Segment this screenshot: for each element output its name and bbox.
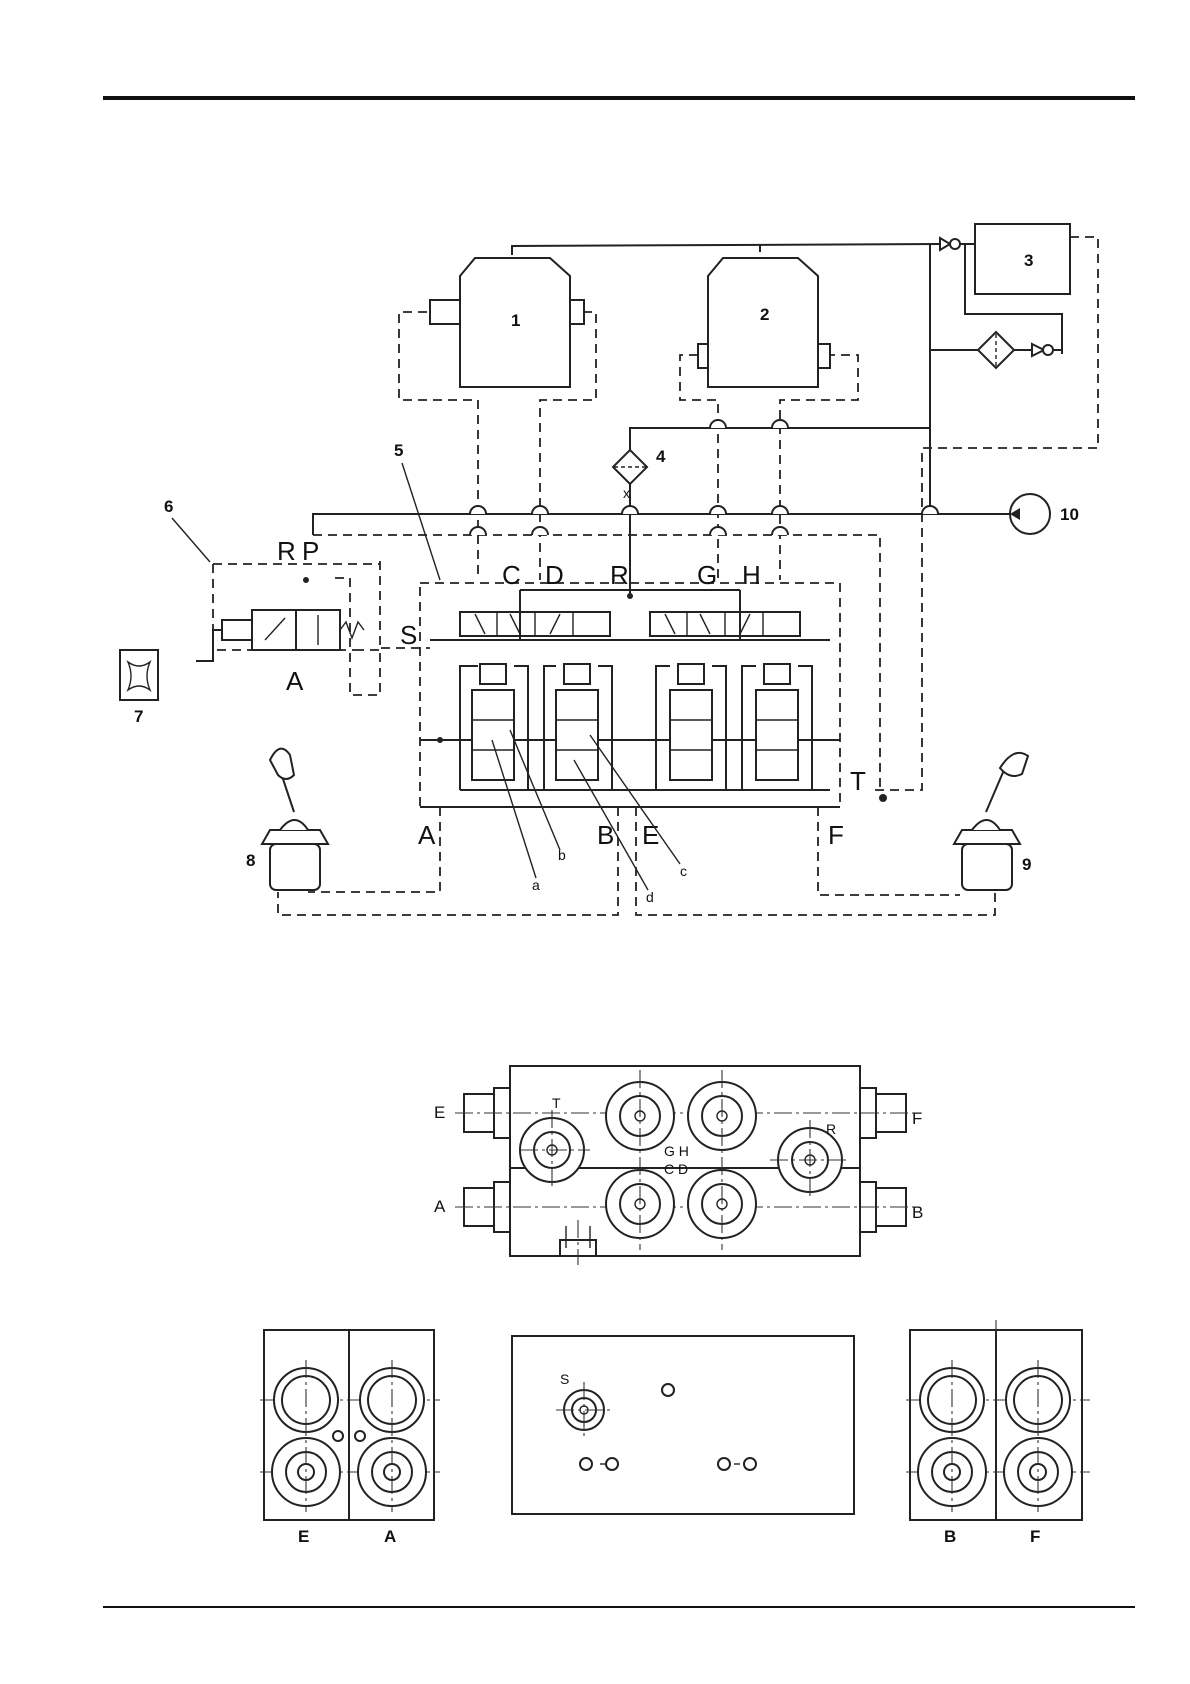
label-6: 6	[164, 497, 173, 516]
port-H: H	[742, 560, 761, 590]
component-9-joystick: 9	[954, 753, 1031, 890]
block-port-GH: G H	[664, 1143, 689, 1159]
label-10: 10	[1060, 505, 1079, 524]
end-view-left: E A	[260, 1330, 440, 1546]
block-port-E: E	[434, 1103, 445, 1122]
label-4: 4	[656, 447, 666, 466]
component-10-pump: 10	[1010, 494, 1079, 534]
end-right-port-F: F	[1030, 1527, 1040, 1546]
label-8: 8	[246, 851, 255, 870]
port-R: R	[610, 560, 629, 590]
spool-d: d	[646, 889, 654, 905]
label-5: 5	[394, 441, 403, 460]
valve-block-top-view: E A F B T R G H C D	[434, 1066, 923, 1265]
port-B: B	[597, 820, 614, 850]
port-E: E	[642, 820, 659, 850]
port-F: F	[828, 820, 844, 850]
component-6-valve: 6 R P A	[164, 497, 364, 696]
component-2-actuator: 2	[698, 258, 830, 387]
port-R-valve6: R	[277, 536, 296, 566]
label-1: 1	[511, 311, 520, 330]
spool-c: c	[680, 863, 687, 879]
port-C: C	[502, 560, 521, 590]
port-S: S	[400, 620, 417, 650]
port-D: D	[545, 560, 564, 590]
port-P-valve6: P	[302, 536, 319, 566]
end-view-right: B F	[906, 1320, 1090, 1546]
component-8-joystick: 8	[246, 749, 328, 890]
block-port-T: T	[552, 1095, 561, 1111]
component-7-switch: 7	[120, 650, 158, 726]
component-3-tank: 3	[940, 224, 1070, 294]
end-view-center: S	[512, 1336, 854, 1514]
svg-text:x: x	[623, 485, 630, 501]
schematic-lines	[196, 237, 1098, 915]
component-4-filter: x 4	[613, 447, 666, 501]
block-port-F: F	[912, 1109, 922, 1128]
port-T: T	[850, 766, 866, 796]
label-7: 7	[134, 707, 143, 726]
end-left-port-A: A	[384, 1527, 396, 1546]
block-port-R: R	[826, 1121, 836, 1137]
block-port-A: A	[434, 1197, 446, 1216]
label-2: 2	[760, 305, 769, 324]
spool-a: a	[532, 877, 540, 893]
block-port-CD: C D	[664, 1161, 688, 1177]
end-left-port-E: E	[298, 1527, 309, 1546]
end-right-port-B: B	[944, 1527, 956, 1546]
port-A: A	[418, 820, 436, 850]
label-3: 3	[1024, 251, 1033, 270]
port-A-valve6: A	[286, 666, 304, 696]
label-9: 9	[1022, 855, 1031, 874]
block-port-B: B	[912, 1203, 923, 1222]
valve-block-internals	[303, 577, 887, 807]
component-1-actuator: 1	[430, 258, 584, 387]
port-G: G	[697, 560, 717, 590]
end-center-port-S: S	[560, 1371, 569, 1387]
